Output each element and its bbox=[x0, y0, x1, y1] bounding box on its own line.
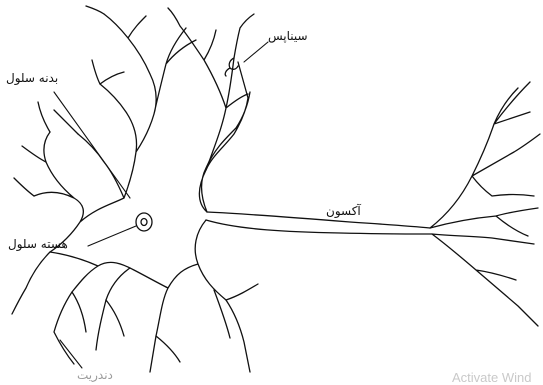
nucleus-label: هسته سلول bbox=[8, 238, 68, 250]
axon-terminals bbox=[430, 82, 540, 326]
leader-synapse bbox=[244, 42, 268, 62]
cell-body-outline bbox=[199, 62, 250, 212]
leader-dendrite bbox=[60, 340, 82, 368]
axon-label: آکسون bbox=[326, 205, 361, 217]
dendrite-lower-left bbox=[12, 252, 180, 372]
nucleus-outer bbox=[136, 213, 152, 231]
dendrite-lower-right bbox=[214, 284, 258, 372]
soma-contour bbox=[34, 14, 226, 336]
synapse-label: سیناپس bbox=[268, 30, 308, 42]
nucleus-inner bbox=[141, 219, 147, 226]
leader-cell-body bbox=[54, 92, 130, 198]
dendrite-upper-right bbox=[168, 8, 254, 170]
cell-body-label: بدنه سلول bbox=[6, 72, 58, 84]
axon bbox=[206, 212, 432, 234]
dendrite-label: دندریت bbox=[77, 369, 113, 381]
leader-nucleus bbox=[88, 226, 136, 246]
